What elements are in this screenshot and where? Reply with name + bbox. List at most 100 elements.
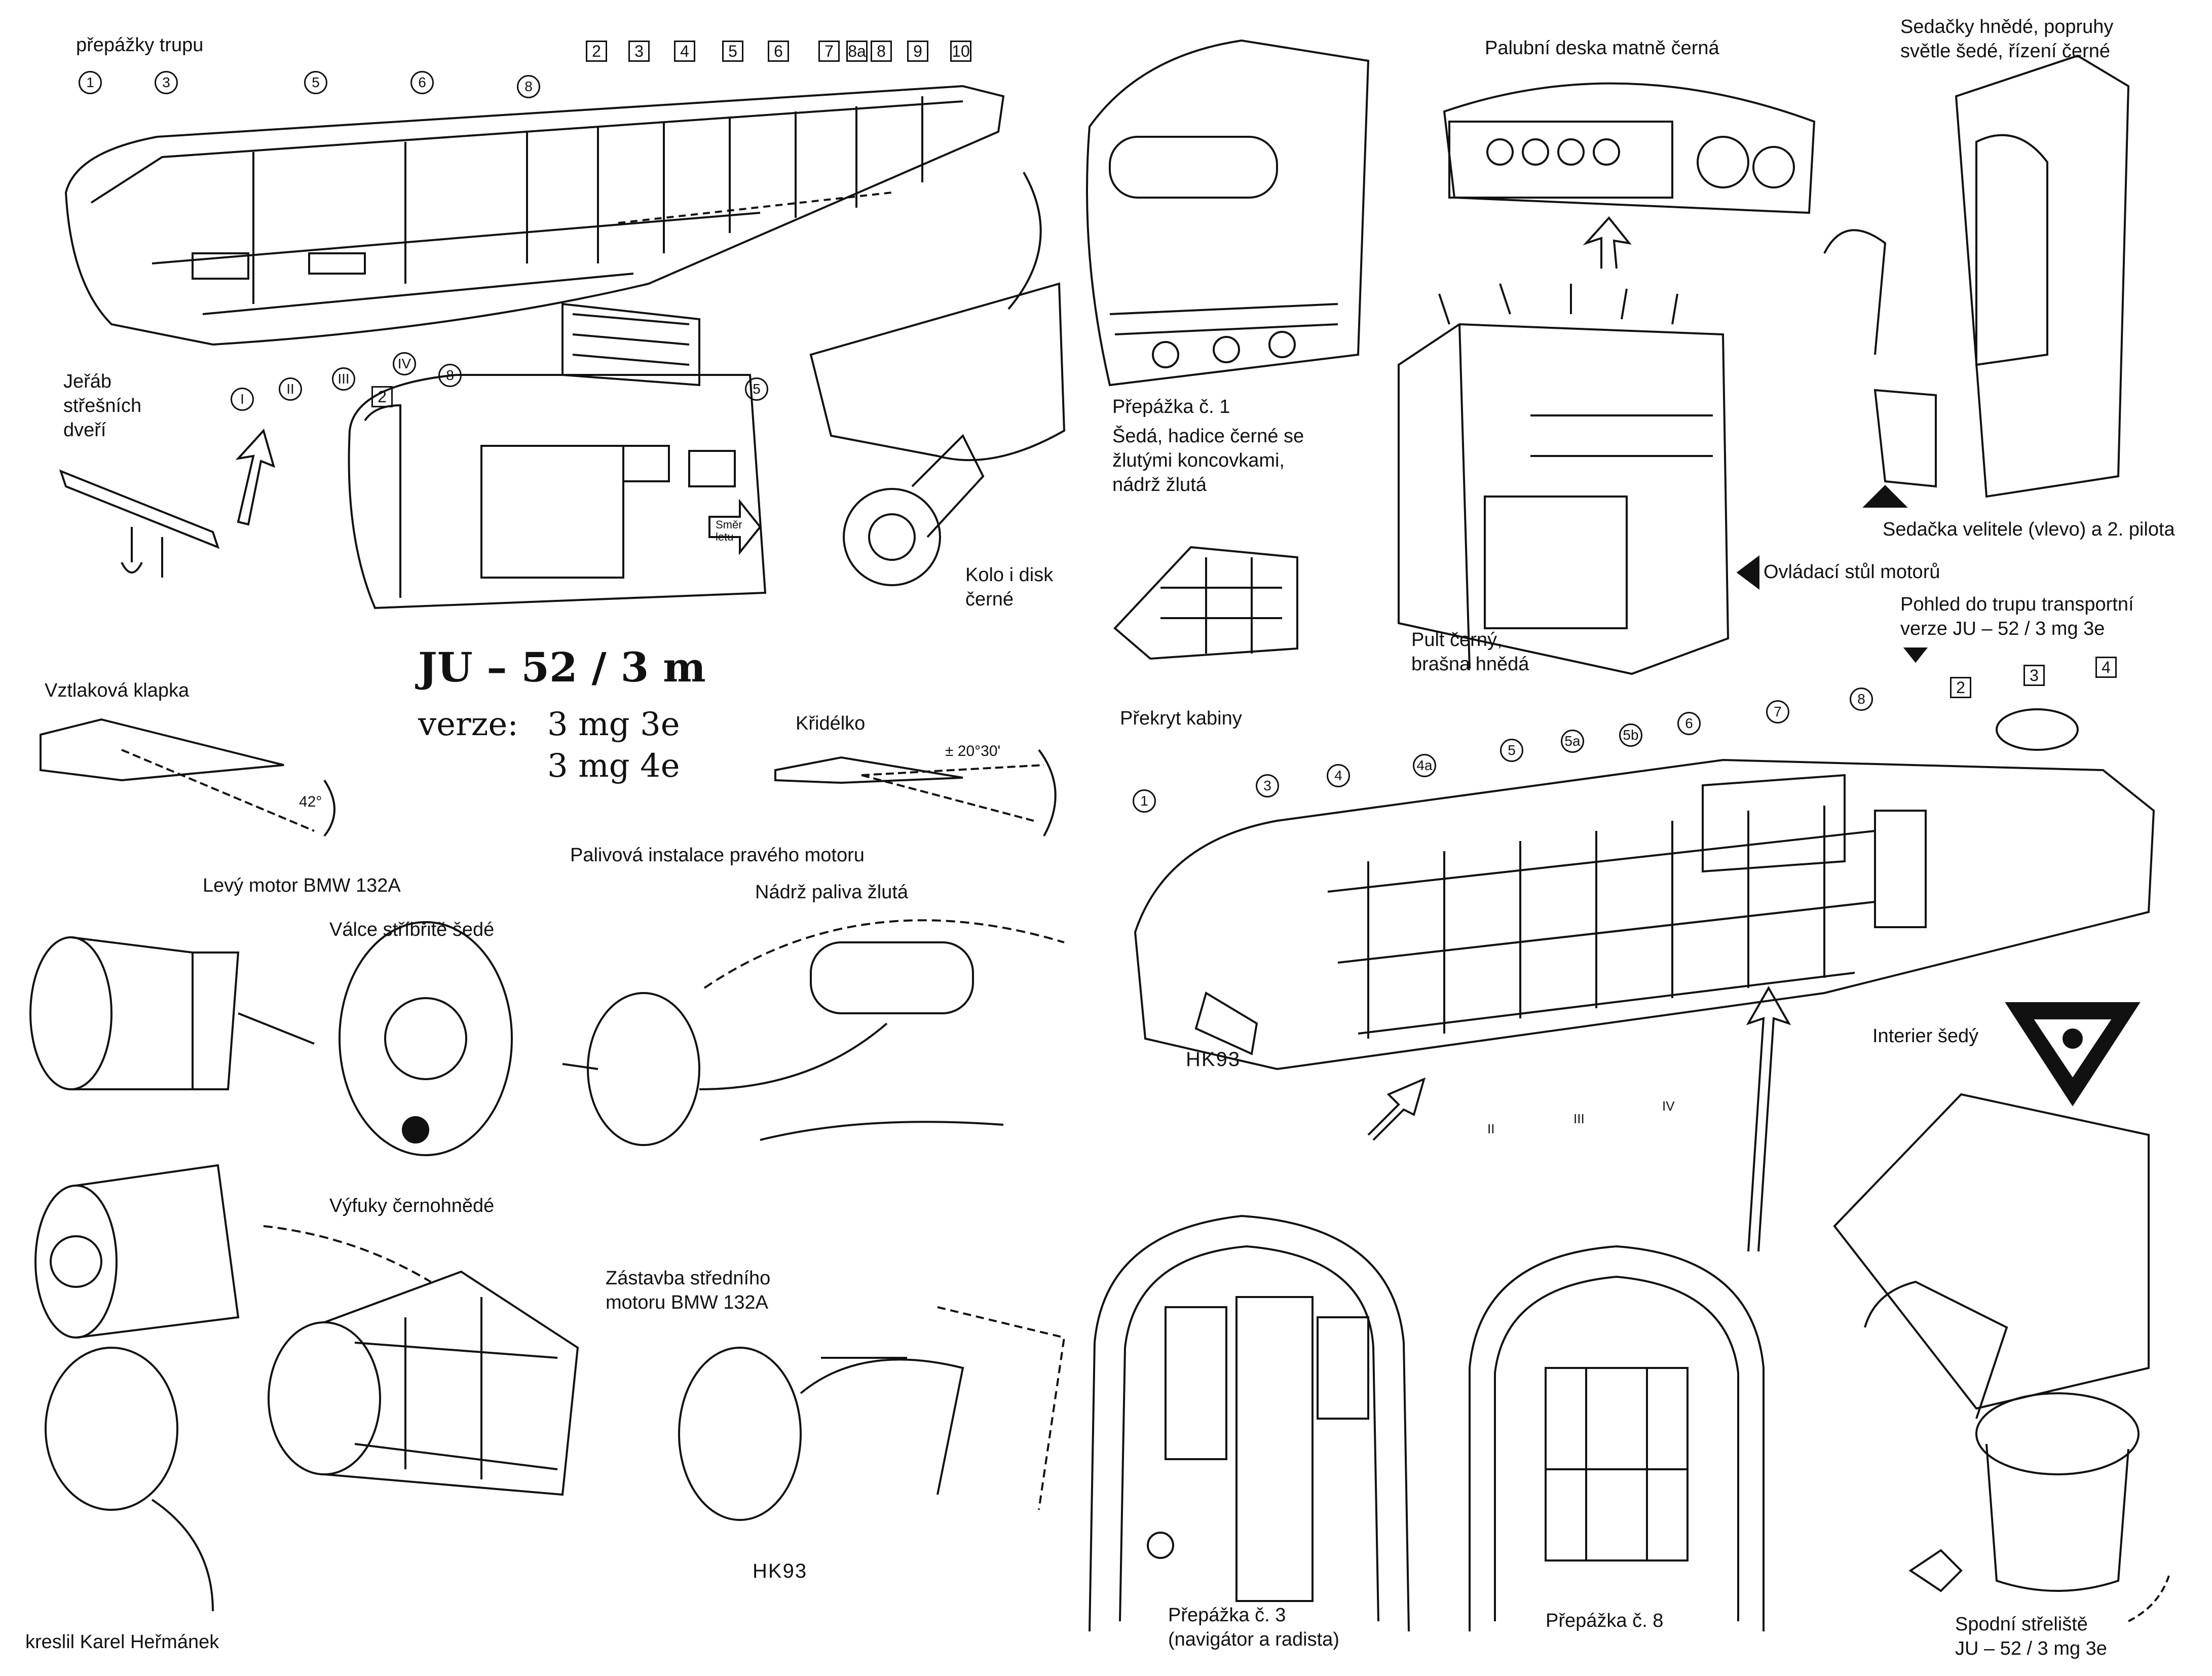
bulkhead-3	[1089, 1214, 1410, 1632]
aileron-diagram	[774, 749, 1057, 836]
version-2: 3 mg 4e	[547, 747, 680, 785]
signature-hk93-fuselage: HK93	[1186, 1048, 1241, 1071]
lower-circle-marker: 1	[1133, 789, 1156, 813]
center-engine-label-2: motoru BMW 132A	[606, 1292, 768, 1313]
interior-label: Interier šedý	[1872, 1025, 1979, 1047]
bulkhead-circle-marker: 6	[410, 71, 434, 94]
throttle-label: Ovládací stůl motorů	[1764, 561, 1940, 583]
bulkhead-square-marker: 8	[871, 41, 892, 62]
lower-circle-marker: 4	[1327, 764, 1350, 787]
bulkhead-8	[1469, 1245, 1765, 1631]
seats-label-2: světle šedé, řízení černé	[1900, 41, 2110, 62]
bulkhead1-label-1: Přepážka č. 1	[1112, 396, 1230, 417]
frame-roman-marker: III	[1573, 1111, 1585, 1126]
cylinders-label: Válce stříbřitě šedé	[329, 919, 495, 940]
bulkhead-circle-marker: 3	[155, 71, 178, 94]
frame-roman-marker: I	[231, 388, 254, 411]
fuel-tank-label: Nádrž paliva žlutá	[755, 882, 909, 903]
frame-roman-marker: II	[279, 377, 302, 401]
console-label-1: Pult černý,	[1411, 629, 1503, 651]
direction-label-1: Směr	[716, 518, 742, 531]
seat-caption: Sedačka velitele (vlevo) a 2. pilota	[1883, 519, 2175, 540]
arrow-engine	[238, 1012, 315, 1045]
bulkhead-square-marker: 6	[768, 41, 789, 62]
transport-view-label-1: Pohled do trupu transportní	[1900, 594, 2134, 615]
wheel-label-2: černé	[965, 589, 1014, 610]
author-label: kreslil Karel Heřmánek	[25, 1631, 219, 1653]
arrow-panel	[1583, 216, 1632, 269]
fuselage-door-section	[348, 302, 767, 610]
lower-circle-marker: 8	[1850, 688, 1873, 711]
section-circle-marker: 5	[745, 377, 768, 401]
crane-label-2: střešních	[63, 395, 142, 416]
fuselage-cutaway-top	[64, 85, 1005, 346]
bulkhead-square-marker: 2	[586, 41, 607, 62]
frame-roman-marker: II	[1487, 1121, 1495, 1136]
left-engine-lower	[34, 1164, 240, 1339]
exhausts-label: Výfuky černohnědé	[329, 1195, 495, 1216]
lower-circle-marker: 3	[1256, 774, 1279, 797]
bulkhead-circle-marker: 5	[304, 71, 327, 94]
crane-label-3: dveří	[63, 420, 106, 441]
flap-diagram	[40, 718, 335, 837]
version-1: 3 mg 3e	[547, 706, 680, 743]
bulkhead-square-marker: 4	[674, 41, 695, 62]
wheel-label-1: Kolo i disk	[965, 564, 1054, 586]
aileron-angle: ± 20°30'	[945, 743, 1001, 759]
bulkhead-1	[1086, 39, 1370, 387]
left-engine-label: Levý motor BMW 132A	[203, 875, 401, 896]
center-engine-installation	[678, 1306, 1066, 1521]
lower-circle-marker: 5a	[1561, 730, 1584, 753]
arrow-up	[1746, 985, 1791, 1252]
bulkhead-square-marker: 7	[818, 41, 840, 62]
bulkhead1-label-4: nádrž žlutá	[1112, 474, 1207, 496]
bulkhead-circle-marker: 1	[79, 71, 102, 94]
console-label-2: brašna hnědá	[1411, 654, 1529, 675]
roof-door-crane	[59, 428, 276, 578]
section-circle-marker: 8	[438, 364, 462, 387]
frame-roman-marker: IV	[393, 352, 416, 375]
lower-circle-marker: 5	[1500, 739, 1523, 762]
fuel-install-label: Palivová instalace pravého motoru	[570, 845, 865, 866]
fuel-installation	[562, 919, 1065, 1146]
arrow-fuselage	[1367, 1077, 1426, 1141]
center-engine-radial	[45, 1347, 214, 1612]
instrument-panel	[1443, 82, 1816, 214]
bulkhead-square-marker: 8a	[846, 41, 868, 62]
left-engine-cowling	[29, 936, 240, 1090]
seats-label-1: Sedačky hnědé, popruhy	[1900, 16, 2114, 37]
bulkhead3-label-2: (navigátor a radista)	[1168, 1629, 1339, 1650]
lower-square-marker: 2	[1950, 677, 1971, 698]
throttle-console	[1398, 283, 1730, 675]
aircraft-title: JU – 52 / 3 m	[418, 643, 706, 691]
bulkhead-circle-marker: 8	[517, 75, 540, 98]
section-square-marker: 2	[371, 386, 393, 407]
bulkhead-square-marker: 10	[950, 41, 971, 62]
bulkhead-square-marker: 9	[907, 41, 928, 62]
signature-hk93-engine: HK93	[753, 1560, 808, 1582]
lower-square-marker: 4	[2095, 657, 2117, 678]
lower-circle-marker: 4a	[1413, 754, 1436, 777]
engine-cylinders	[339, 921, 513, 1156]
center-engine-label-1: Zástavba středního	[606, 1268, 771, 1289]
flap-angle: 42°	[299, 793, 322, 810]
transport-view-label-2: verze JU – 52 / 3 mg 3e	[1900, 618, 2105, 639]
gunner-label-2: JU – 52 / 3 mg 3e	[1955, 1638, 2107, 1659]
version-prefix: verze:	[418, 706, 518, 743]
cabin-canopy	[1113, 546, 1298, 660]
bulkhead-square-marker: 3	[628, 41, 650, 62]
bulkhead8-label: Přepážka č. 8	[1546, 1610, 1664, 1631]
landing-gear	[809, 282, 1066, 586]
canopy-label: Překryt kabiny	[1120, 708, 1242, 729]
lower-square-marker: 3	[2023, 665, 2045, 686]
bulkhead1-label-3: žlutými koncovkami,	[1112, 450, 1285, 471]
crane-label-1: Jeřáb	[63, 371, 112, 392]
pilot-seats	[1823, 54, 2130, 498]
frame-roman-marker: IV	[1662, 1098, 1675, 1114]
frame-roman-marker: III	[332, 367, 355, 391]
bulkhead3-label-1: Přepážka č. 3	[1168, 1605, 1286, 1626]
bulkheads-title: přepážky trupu	[76, 34, 204, 56]
direction-label-2: letu	[716, 530, 734, 543]
engine-mount-frame	[268, 1270, 579, 1496]
